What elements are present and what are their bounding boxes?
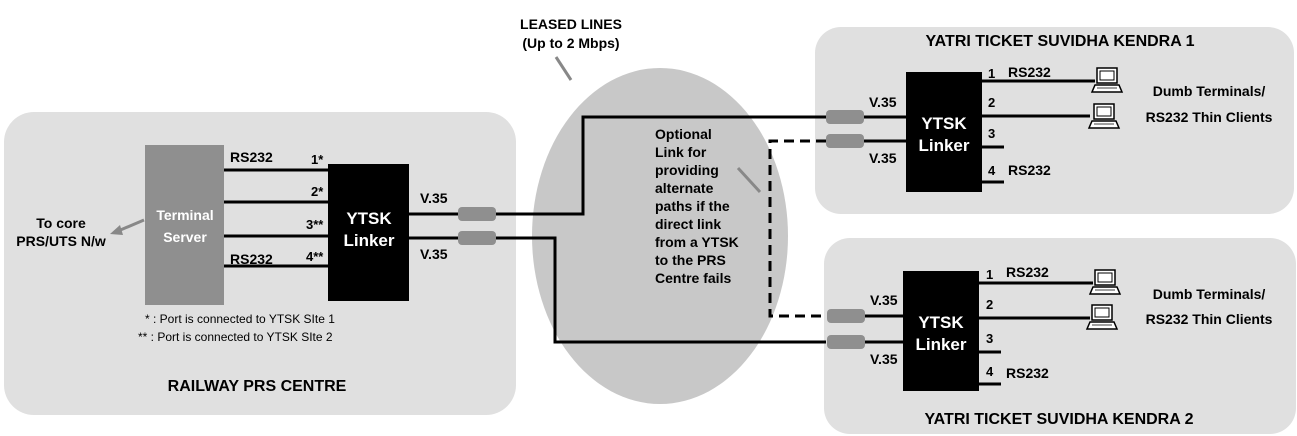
terminal-server-label-1: Terminal (156, 207, 214, 223)
k1-port-label-2: 2 (988, 95, 996, 110)
k2-rs232-label-bottom: RS232 (1006, 365, 1049, 381)
leased-lines-pointer (554, 56, 573, 81)
k2-port-label-2: 2 (986, 297, 994, 312)
k2-terminals-label-2: RS232 Thin Clients (1145, 311, 1273, 327)
optional-link-description: Optional Link for providing alternate pa… (655, 125, 765, 287)
core-arrow-line (117, 218, 145, 233)
k1-ytsk-linker (906, 72, 982, 192)
k1-v35-label-top: V.35 (869, 94, 897, 110)
optional-text-line: Centre fails (655, 270, 732, 286)
prs-v35-label-top: V.35 (420, 190, 448, 206)
k2-terminal-icon-1 (1089, 269, 1121, 295)
prs-note-site1: * : Port is connected to YTSK SIte 1 (145, 312, 335, 326)
k2-port-label-4: 4 (986, 364, 994, 379)
core-network-label-2: PRS/UTS N/w (16, 233, 106, 249)
optional-text-line: alternate (655, 180, 714, 196)
optional-dashed-link (768, 139, 830, 318)
k1-port-label-4: 4 (988, 163, 996, 178)
k1-terminal-icon-1 (1091, 67, 1123, 93)
k2-port-label-3: 3 (986, 331, 994, 346)
leased-lines-cloud (532, 68, 788, 404)
prs-note-site2: ** : Port is connected to YTSK SIte 2 (138, 330, 333, 344)
prs-connector-bottom (458, 231, 496, 245)
k1-terminals-label-1: Dumb Terminals/ (1152, 83, 1266, 99)
k1-connector-bottom (826, 134, 864, 148)
k1-rs232-label-bottom: RS232 (1008, 162, 1051, 178)
prs-rs232-label-top: RS232 (230, 149, 273, 165)
k1-terminal-icon-2 (1088, 103, 1120, 129)
prs-v35-label-bottom: V.35 (420, 246, 448, 262)
terminal-server-label-2: Server (163, 229, 207, 245)
terminal-server (145, 145, 224, 305)
optional-text-line: paths if the (655, 198, 730, 214)
k1-terminals-label-2: RS232 Thin Clients (1145, 109, 1273, 125)
kendra1-title: YATRI TICKET SUVIDHA KENDRA 1 (925, 33, 1195, 50)
leased-lines-title: LEASED LINES (520, 16, 622, 32)
k2-v35-label-bottom: V.35 (870, 351, 898, 367)
leased-lines-speed: (Up to 2 Mbps) (522, 35, 620, 51)
prs-connector-top (458, 207, 496, 221)
prs-linker-label-1: YTSK (346, 209, 392, 228)
prs-ytsk-linker (328, 164, 409, 301)
optional-text-line: providing (655, 162, 719, 178)
k1-port-label-3: 3 (988, 126, 996, 141)
core-arrow-head (110, 225, 123, 235)
prs-port-label-4: 4** (306, 249, 324, 264)
prs-rs232-label-bottom: RS232 (230, 251, 273, 267)
optional-text-line: to the PRS (655, 252, 726, 268)
k2-terminal-icon-2 (1086, 304, 1118, 330)
k2-ytsk-linker (903, 271, 979, 391)
k1-port-label-1: 1 (988, 66, 996, 81)
optional-text-line: Optional (655, 126, 712, 142)
k1-linker-label-2: Linker (918, 136, 970, 155)
prs-port-label-3: 3** (306, 217, 324, 232)
leased-line-to-k1 (496, 115, 832, 216)
kendra2-title: YATRI TICKET SUVIDHA KENDRA 2 (924, 411, 1194, 428)
optional-text-line: from a YTSK (655, 234, 739, 250)
core-network-label-1: To core (36, 215, 86, 231)
k1-linker-label-1: YTSK (921, 114, 967, 133)
k2-port-label-1: 1 (986, 267, 994, 282)
leased-line-to-k2 (496, 236, 826, 344)
optional-link-pointer (736, 166, 762, 194)
prs-port-label-1: 1* (311, 152, 324, 167)
k2-v35-label-top: V.35 (870, 292, 898, 308)
optional-text-line: Link for (655, 144, 707, 160)
prs-centre-title: RAILWAY PRS CENTRE (167, 378, 347, 395)
k2-connector-top (827, 309, 865, 323)
k1-v35-label-bottom: V.35 (869, 150, 897, 166)
k2-connector-bottom (827, 335, 865, 349)
kendra2-region (824, 238, 1296, 434)
k1-connector-top (826, 110, 864, 124)
k1-rs232-label-top: RS232 (1008, 64, 1051, 80)
optional-text-line: direct link (655, 216, 722, 232)
prs-port-label-2: 2* (311, 184, 324, 199)
k2-rs232-label-top: RS232 (1006, 264, 1049, 280)
prs-linker-label-2: Linker (343, 231, 395, 250)
k2-linker-label-2: Linker (915, 335, 967, 354)
k2-linker-label-1: YTSK (918, 313, 964, 332)
k2-terminals-label-1: Dumb Terminals/ (1152, 286, 1266, 302)
